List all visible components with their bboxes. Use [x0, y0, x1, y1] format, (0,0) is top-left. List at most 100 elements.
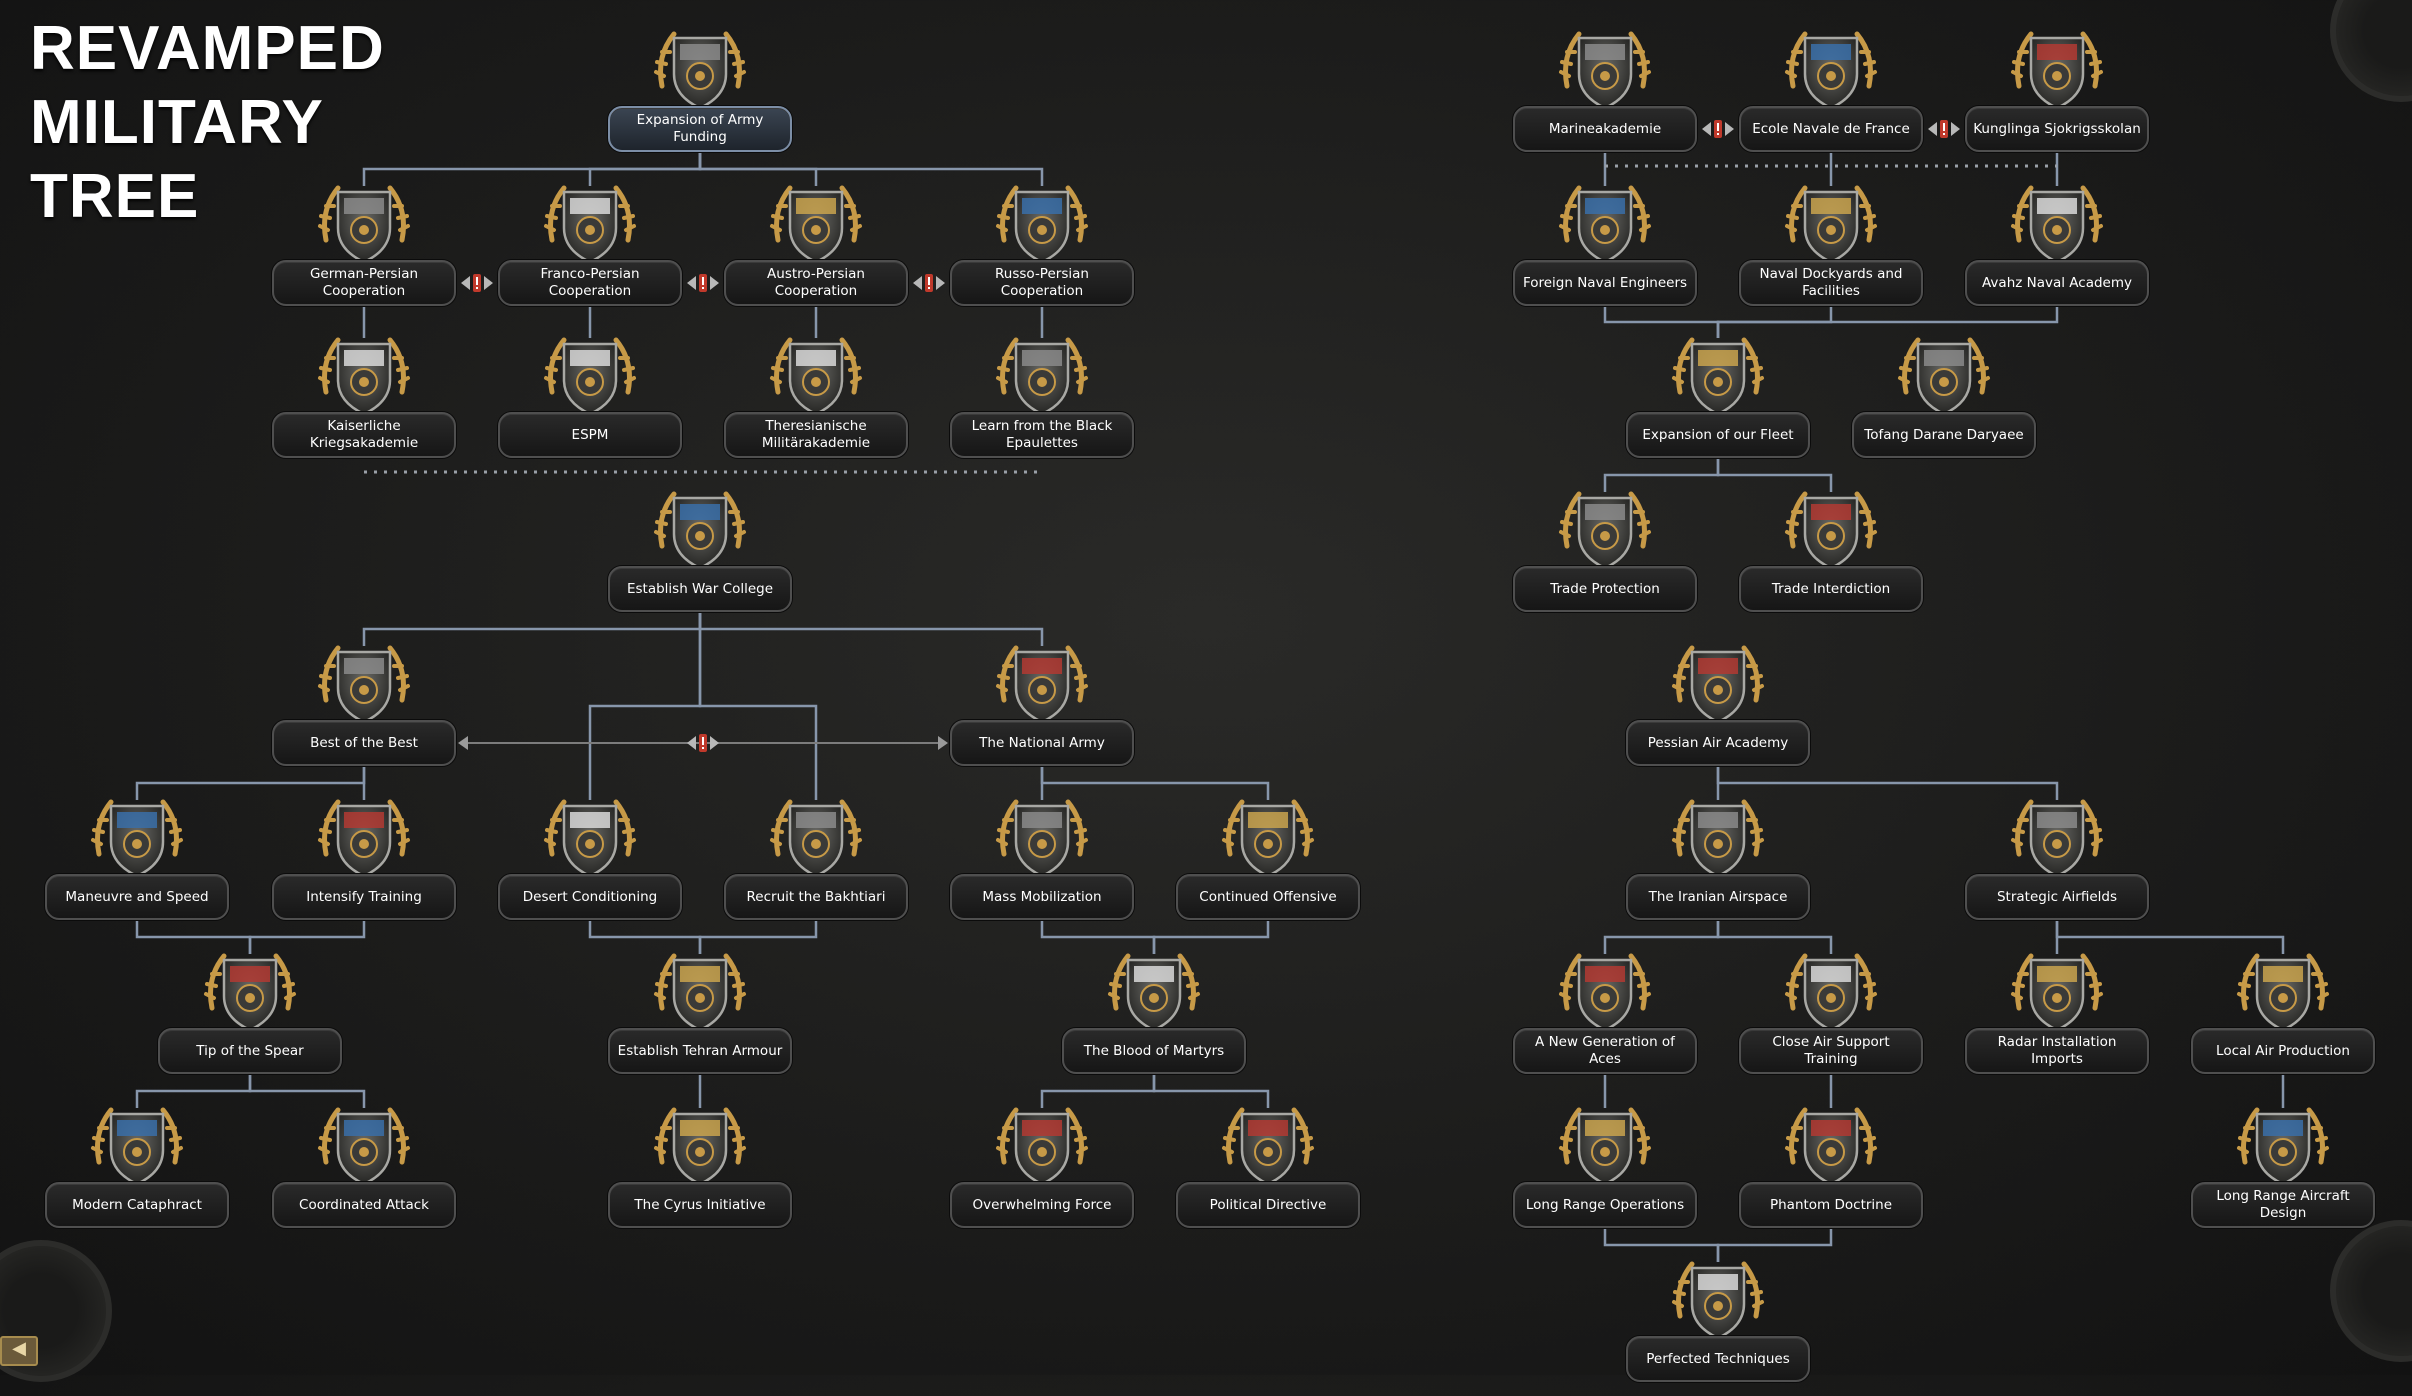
focus-cyrus-initiative[interactable]: The Cyrus Initiative: [608, 1090, 792, 1242]
focus-army-funding[interactable]: Expansion of Army Funding: [608, 14, 792, 166]
spear-shield-icon: [198, 938, 302, 1042]
desert-soldier-icon: [538, 784, 642, 888]
focus-air-academy[interactable]: Pessian Air Academy: [1626, 628, 1810, 780]
page-title: REVAMPED MILITARY TREE: [30, 12, 385, 234]
focus-label: Continued Offensive: [1176, 874, 1360, 920]
focus-long-range-aircraft[interactable]: Long Range Aircraft Design: [2191, 1090, 2375, 1242]
connector-line: [1040, 766, 1270, 800]
coordinated-troops-icon: [312, 1092, 416, 1196]
dockyard-crane-icon: [1779, 170, 1883, 274]
focus-label: Establish Tehran Armour: [608, 1028, 792, 1074]
mutually-exclusive-icon: [685, 732, 721, 754]
focus-label: Theresianische Militärakademie: [724, 412, 908, 458]
escort-ship-icon: [1553, 476, 1657, 580]
focus-avahz-academy[interactable]: Avahz Naval Academy: [1965, 168, 2149, 320]
focus-maneuvre-speed[interactable]: Maneuvre and Speed: [45, 782, 229, 934]
focus-label: Kaiserliche Kriegsakademie: [272, 412, 456, 458]
focus-trade-interdiction[interactable]: Trade Interdiction: [1739, 474, 1923, 626]
focus-political-directive[interactable]: Political Directive: [1176, 1090, 1360, 1242]
focus-tehran-armour[interactable]: Establish Tehran Armour: [608, 936, 792, 1088]
focus-franco-persian[interactable]: Franco-Persian Cooperation: [498, 168, 682, 320]
focus-iranian-airspace[interactable]: The Iranian Airspace: [1626, 782, 1810, 934]
focus-label: Long Range Operations: [1513, 1182, 1697, 1228]
marines-ship-icon: [1892, 322, 1996, 426]
focus-label: Tip of the Spear: [158, 1028, 342, 1074]
focus-label: The Iranian Airspace: [1626, 874, 1810, 920]
focus-label: Modern Cataphract: [45, 1182, 229, 1228]
advance-map-icon: [1216, 784, 1320, 888]
page-title-line-2: MILITARY: [30, 88, 324, 157]
focus-intensify-training[interactable]: Intensify Training: [272, 782, 456, 934]
focus-perfected-techniques[interactable]: Perfected Techniques: [1626, 1244, 1810, 1396]
focus-overwhelming-force[interactable]: Overwhelming Force: [950, 1090, 1134, 1242]
focus-label: Coordinated Attack: [272, 1182, 456, 1228]
back-arrow-icon: ◀: [12, 1338, 26, 1359]
iron-cross-icon: [312, 322, 416, 426]
focus-coordinated-attack[interactable]: Coordinated Attack: [272, 1090, 456, 1242]
naval-school-icon: [1779, 16, 1883, 120]
fleet-shield-icon: [1666, 322, 1770, 426]
focus-tip-of-spear[interactable]: Tip of the Spear: [158, 936, 342, 1088]
focus-russo-persian[interactable]: Russo-Persian Cooperation: [950, 168, 1134, 320]
aviator-wings-icon: [1666, 1246, 1770, 1350]
austrian-flag-shield-icon: [764, 170, 868, 274]
focus-label: Phantom Doctrine: [1739, 1182, 1923, 1228]
focus-close-air-support[interactable]: Close Air Support Training: [1739, 936, 1923, 1088]
focus-kunglinga[interactable]: Kunglinga Sjokrigsskolan: [1965, 14, 2149, 166]
focus-marineakademie[interactable]: Marineakademie: [1513, 14, 1697, 166]
connector-line: [698, 920, 818, 954]
focus-ecole-navale[interactable]: Ecole Navale de France: [1739, 14, 1923, 166]
focus-label: Close Air Support Training: [1739, 1028, 1923, 1074]
back-button[interactable]: ◀: [0, 1336, 38, 1366]
focus-espm[interactable]: ESPM: [498, 320, 682, 472]
focus-foreign-naval-engineers[interactable]: Foreign Naval Engineers: [1513, 168, 1697, 320]
focus-label: ESPM: [498, 412, 682, 458]
focus-national-army[interactable]: The National Army: [950, 628, 1134, 780]
russian-flag-shield-icon: [990, 170, 1094, 274]
focus-label: Mass Mobilization: [950, 874, 1134, 920]
focus-trade-protection[interactable]: Trade Protection: [1513, 474, 1697, 626]
focus-naval-dockyards[interactable]: Naval Dockyards and Facilities: [1739, 168, 1923, 320]
focus-desert-conditioning[interactable]: Desert Conditioning: [498, 782, 682, 934]
focus-theresianische[interactable]: Theresianische Militärakademie: [724, 320, 908, 472]
focus-tofang-darane[interactable]: Tofang Darane Daryaee: [1852, 320, 2036, 472]
focus-strategic-airfields[interactable]: Strategic Airfields: [1965, 782, 2149, 934]
bomber-icon: [1553, 1092, 1657, 1196]
focus-radar-imports[interactable]: Radar Installation Imports: [1965, 936, 2149, 1088]
focus-continued-offensive[interactable]: Continued Offensive: [1176, 782, 1360, 934]
cannon-shield-icon: [1216, 1092, 1320, 1196]
connector-line: [588, 612, 702, 800]
focus-bakhtiari[interactable]: Recruit the Bakhtiari: [724, 782, 908, 934]
focus-label: The Blood of Martyrs: [1062, 1028, 1246, 1074]
officer-cap-icon: [990, 322, 1094, 426]
aircraft-design-icon: [2231, 1092, 2335, 1196]
lion-flag-icon: [990, 784, 1094, 888]
focus-best-of-best[interactable]: Best of the Best: [272, 628, 456, 780]
focus-austro-persian[interactable]: Austro-Persian Cooperation: [724, 168, 908, 320]
focus-new-generation-aces[interactable]: A New Generation of Aces: [1513, 936, 1697, 1088]
focus-kriegsakademie[interactable]: Kaiserliche Kriegsakademie: [272, 320, 456, 472]
persian-banner-icon: [648, 1092, 752, 1196]
star-emblem-icon: [648, 16, 752, 120]
focus-war-college[interactable]: Establish War College: [608, 474, 792, 626]
focus-local-air-production[interactable]: Local Air Production: [2191, 936, 2375, 1088]
connector-line: [1152, 1074, 1270, 1108]
submarine-icon: [1779, 476, 1883, 580]
focus-label: Austro-Persian Cooperation: [724, 260, 908, 306]
focus-mass-mobilization[interactable]: Mass Mobilization: [950, 782, 1134, 934]
focus-german-persian[interactable]: German-Persian Cooperation: [272, 168, 456, 320]
focus-label: Political Directive: [1176, 1182, 1360, 1228]
focus-modern-cataphract[interactable]: Modern Cataphract: [45, 1090, 229, 1242]
focus-label: Naval Dockyards and Facilities: [1739, 260, 1923, 306]
focus-label: Franco-Persian Cooperation: [498, 260, 682, 306]
pilots-group-icon: [1553, 938, 1657, 1042]
focus-black-epaulettes[interactable]: Learn from the Black Epaulettes: [950, 320, 1134, 472]
focus-long-range-operations[interactable]: Long Range Operations: [1513, 1090, 1697, 1242]
focus-label: Marineakademie: [1513, 106, 1697, 152]
focus-blood-of-martyrs[interactable]: The Blood of Martyrs: [1062, 936, 1246, 1088]
focus-phantom-doctrine[interactable]: Phantom Doctrine: [1739, 1090, 1923, 1242]
focus-expansion-fleet[interactable]: Expansion of our Fleet: [1626, 320, 1810, 472]
connector-line: [1716, 458, 1833, 492]
focus-label: Maneuvre and Speed: [45, 874, 229, 920]
academy-building-icon: [764, 322, 868, 426]
